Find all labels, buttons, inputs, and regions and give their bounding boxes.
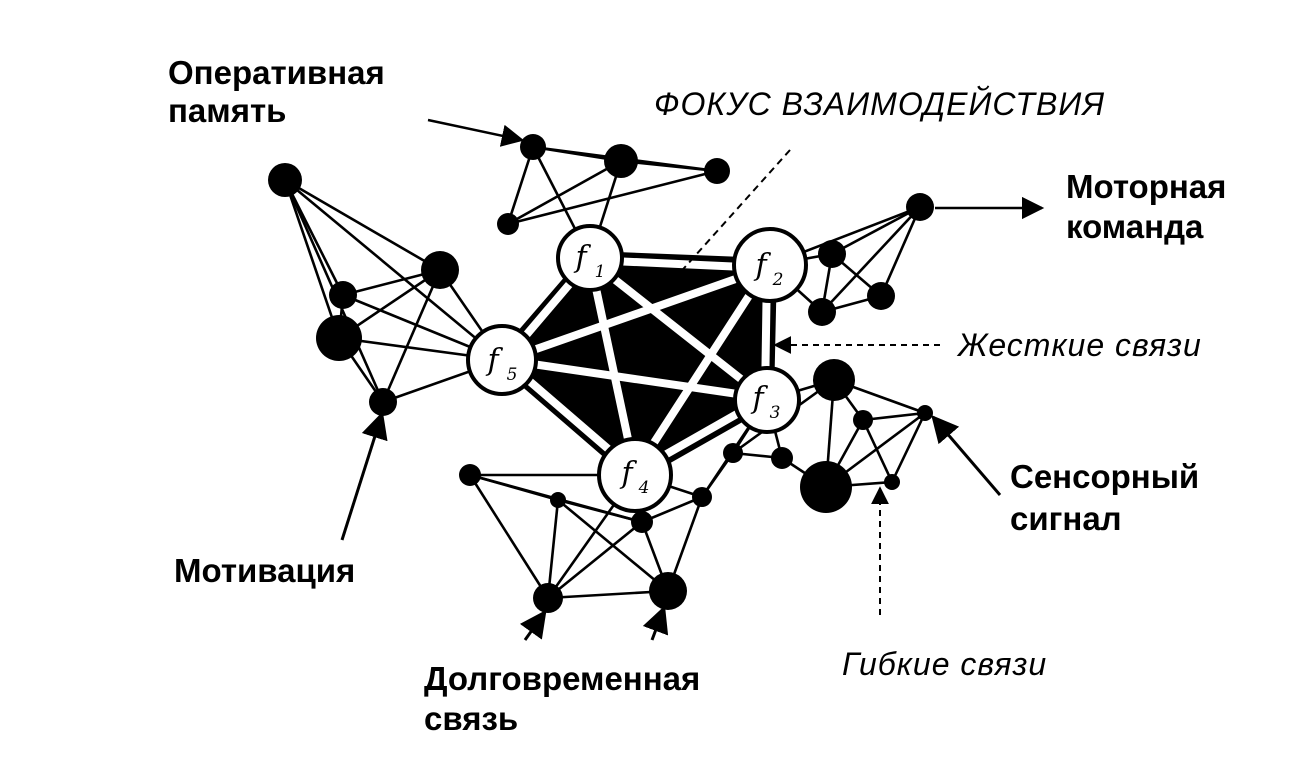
focus-node-f4: f 4 (597, 437, 673, 513)
focus-node-f4-sub: 4 (638, 478, 650, 498)
focus-node-f3-sub: 3 (770, 403, 781, 423)
focus-node-f1-sub: 1 (595, 262, 606, 282)
flexible-links-label: Гибкие связи (842, 646, 1047, 682)
network-node-a2 (604, 144, 638, 178)
network-node-e3 (692, 487, 712, 507)
link-line-b1-F5 (284, 178, 503, 362)
link-line-b1-b4 (283, 179, 341, 339)
rigid-links-label: Жесткие связи (956, 327, 1202, 363)
motor-command-label-line1: Моторная (1066, 168, 1226, 205)
sensory-signal-arrow (931, 414, 1002, 496)
link-line-e2-e5 (546, 499, 560, 599)
link-line-c1-c2 (831, 205, 921, 256)
link-line-d2-d5 (861, 419, 894, 483)
network-node-e2 (550, 492, 566, 508)
network-node-d2 (853, 410, 873, 430)
link-line-e4-e5 (547, 520, 643, 600)
link-line-d2-d3 (862, 411, 926, 422)
link-line-e6-e2 (557, 498, 669, 593)
focus-node-f1: f 1 (556, 224, 624, 292)
network-node-b2 (421, 251, 459, 289)
link-line-e1-e2 (469, 473, 559, 502)
long-term-arrow-1 (519, 609, 547, 641)
link-line-b1-b2 (284, 178, 441, 272)
network-node-c1 (906, 193, 934, 221)
sensory-signal-label-line1: Сенсорный (1010, 458, 1199, 495)
network-node-d3 (917, 405, 933, 421)
network-node-d6 (723, 443, 743, 463)
pointer-arrows (340, 118, 1045, 641)
link-line-e5-e6 (547, 589, 669, 600)
working-memory-label-line1: Оперативная (168, 54, 385, 91)
link-line-e1-e5 (468, 474, 550, 599)
motor-command-label-line2: команда (1066, 208, 1204, 245)
link-line-e2-e4 (557, 498, 643, 524)
focus-node-f5-sub: 5 (507, 365, 518, 385)
network-node-e4 (631, 511, 653, 533)
link-line-b2-b5 (381, 269, 442, 403)
network-node-d1 (813, 359, 855, 401)
link-line-d3-d5 (890, 412, 927, 483)
network-nodes (268, 134, 934, 613)
working-memory-label-line2: память (168, 92, 286, 129)
network-node-c3 (808, 298, 836, 326)
focus-node-f5: f 5 (466, 324, 538, 396)
network-node-a3 (704, 158, 730, 184)
link-line-a4-a2 (507, 159, 622, 226)
long-term-arrow-2 (642, 605, 669, 641)
network-node-a1 (520, 134, 546, 160)
network-node-a4 (497, 213, 519, 235)
network-node-e5 (533, 583, 563, 613)
working-memory-arrow (427, 118, 525, 147)
network-node-d5 (884, 474, 900, 490)
link-line-c1-c4 (879, 206, 922, 297)
focus-arrow (666, 149, 791, 288)
network-node-c4 (867, 282, 895, 310)
focus-node-f2-sub: 2 (772, 270, 784, 290)
link-line-a1-a4 (506, 146, 535, 225)
network-node-c2 (818, 240, 846, 268)
network-node-b4 (316, 315, 362, 361)
motivation-label: Мотивация (174, 552, 355, 589)
network-node-d4 (800, 461, 852, 513)
network-node-b3 (329, 281, 357, 309)
link-line-c1-c3 (821, 206, 921, 313)
network-node-e1 (459, 464, 481, 486)
focus-node-f2: f 2 (732, 227, 808, 303)
sensory-signal-label-line2: сигнал (1010, 500, 1122, 537)
network-node-b5 (369, 388, 397, 416)
motivation-arrow (340, 411, 388, 541)
network-node-b1 (268, 163, 302, 197)
network-node-e6 (649, 572, 687, 610)
long-term-label-line2: связь (424, 700, 518, 737)
focus-node-f3: f 3 (733, 366, 801, 434)
focus-label: ФОКУС ВЗАИМОДЕЙСТВИЯ (654, 86, 1105, 122)
long-term-label-line1: Долговременная (424, 660, 700, 697)
link-line-a4-a3 (507, 169, 718, 226)
network-node-d7 (771, 447, 793, 469)
